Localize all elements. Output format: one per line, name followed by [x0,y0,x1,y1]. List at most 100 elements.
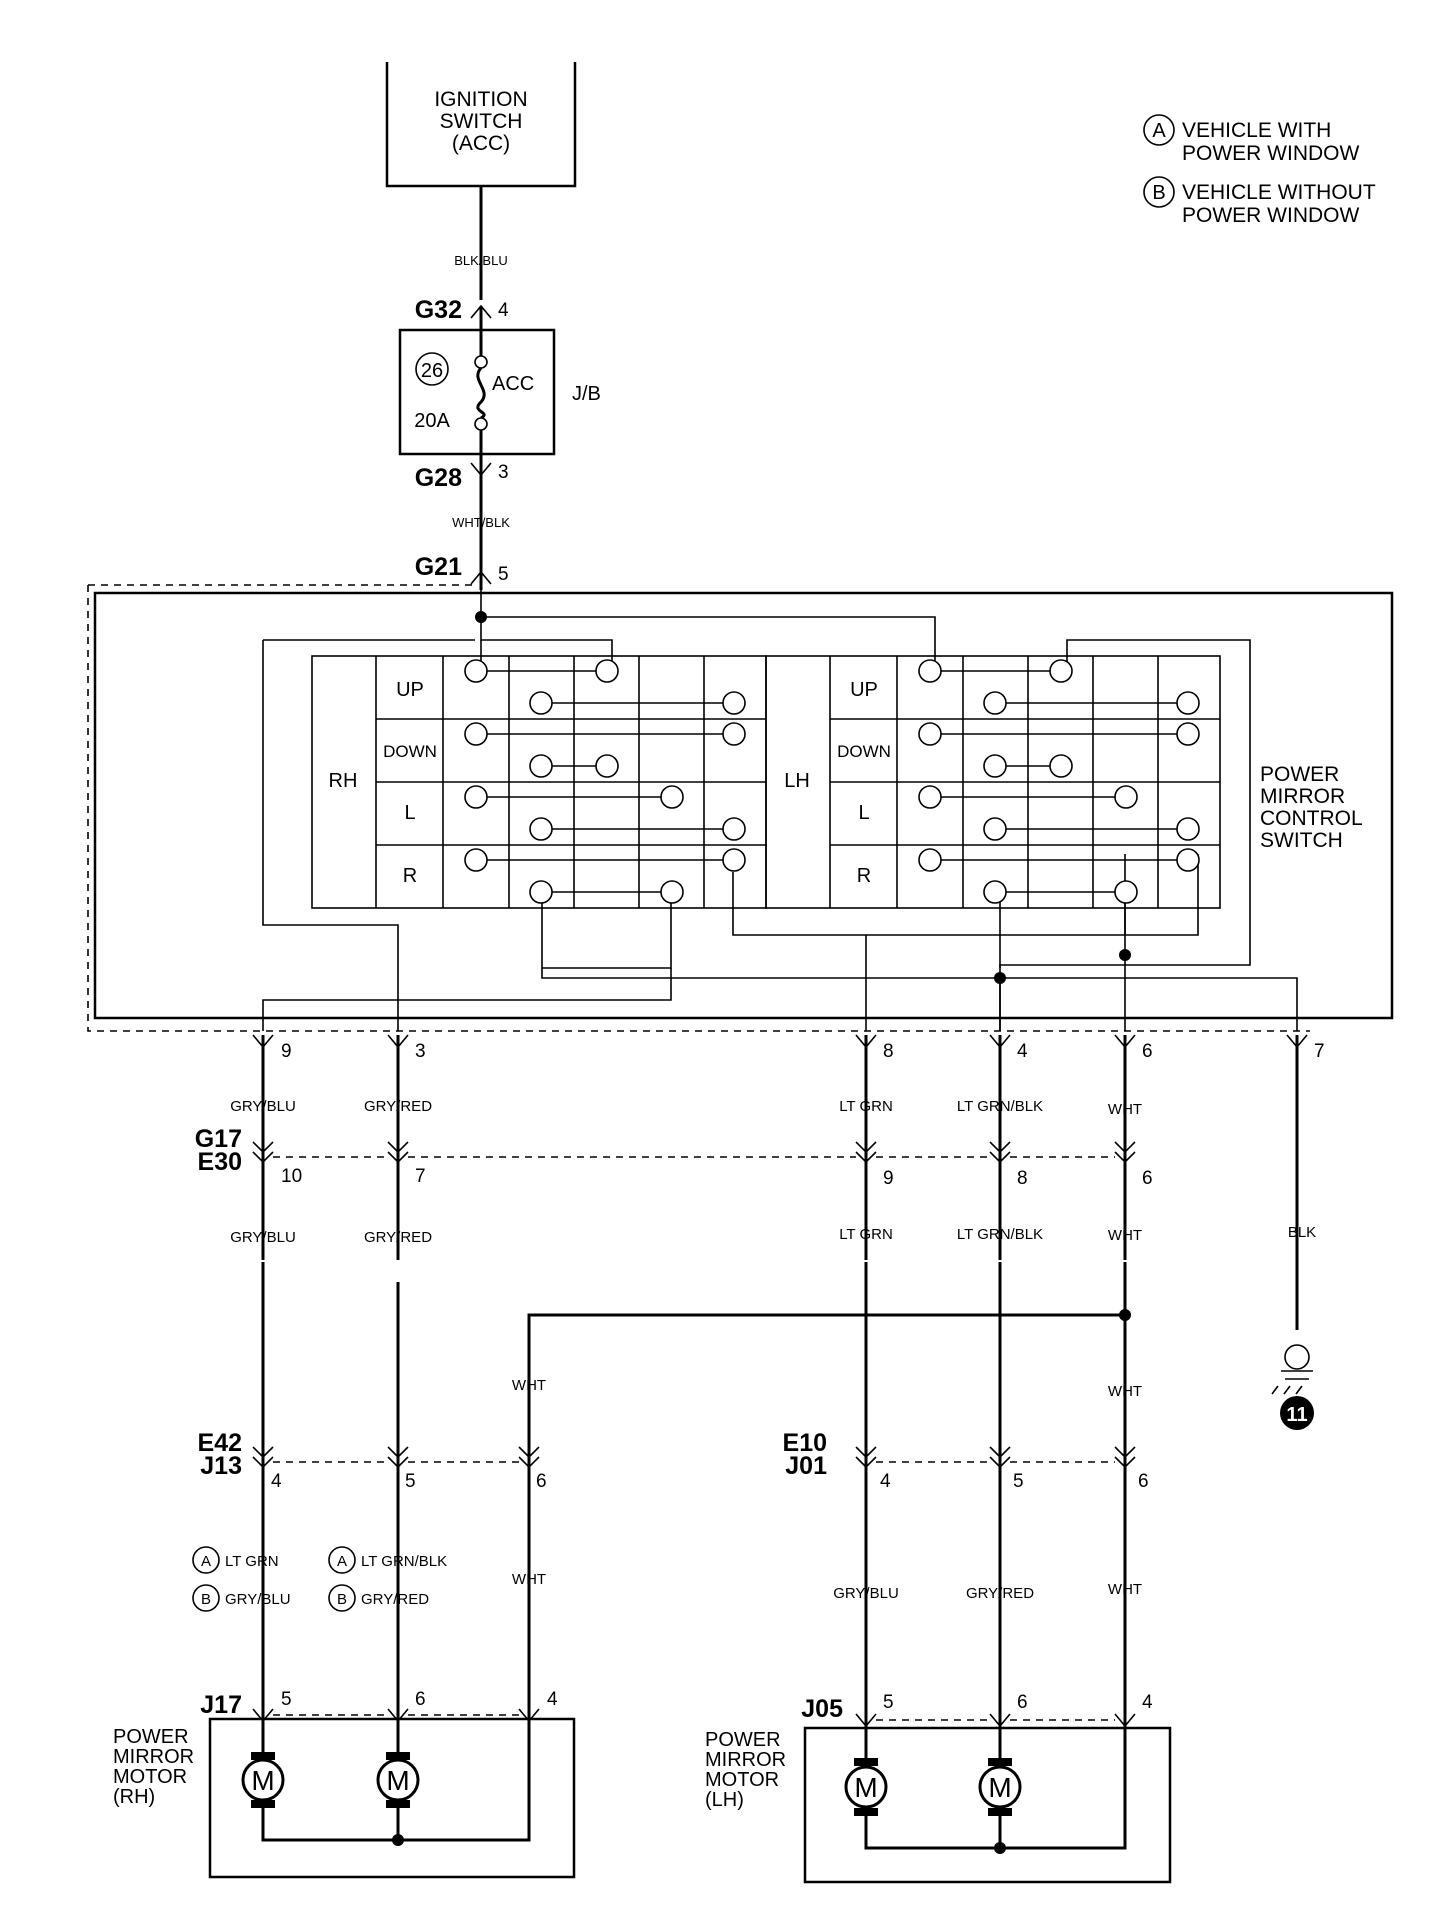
wire-label-gry-red-2: GRY/RED [364,1229,432,1246]
power-feed: BLK/BLU G32 4 26 20A ACC J/B G28 3 WHT/B… [398,186,601,590]
option-rh-mid-b: GRY/RED [361,1591,429,1608]
switch-internal-wiring [262,590,1298,1031]
motor-lh-title-2: MIRROR [705,1749,786,1771]
legend-a-line1: VEHICLE WITH [1182,119,1331,142]
pin-j17-5: 5 [281,1689,292,1710]
pin-j01-4: 4 [880,1471,891,1492]
switch-terminal [722,848,746,872]
wire-label-wht-5: WHT [512,1571,546,1588]
switch-terminal [464,785,488,809]
switch-rh-label: RH [329,770,358,792]
pin-sw-9: 9 [281,1041,292,1062]
switch-terminal [595,659,619,683]
wire-label-wht-6: WHT [1108,1581,1142,1598]
option-b-mark-2: B [337,1591,347,1608]
switch-lh-label: LH [784,770,810,792]
switch-lh-row-down: DOWN [837,742,891,761]
wire-label-blk-blu: BLK/BLU [454,253,507,268]
ground-number-badge [1280,1396,1314,1430]
switch-rh-row-r: R [403,865,417,887]
switch-terminal [918,785,942,809]
switch-terminal [464,848,488,872]
switch-terminal [1176,691,1200,715]
switch-grid-lh [765,655,1221,909]
switch-terminal [1176,817,1200,841]
connector-g17-e30: G17 E30 10 7 9 8 6 [195,1125,1153,1189]
motor-rh-title-4: (RH) [113,1786,155,1808]
pin-g32: 4 [498,300,509,321]
wire-label-lt-grn-1: LT GRN [839,1098,893,1115]
connector-g17-label: G17 [195,1125,242,1153]
switch-lh-row-l: L [858,802,869,824]
fuse-rating: 20A [414,410,450,432]
legend-a-circle [1143,114,1175,146]
ignition-switch: IGNITION SWITCH (ACC) [385,62,577,188]
pin-e30-6: 6 [1142,1168,1153,1189]
switch-title-4: SWITCH [1260,829,1343,852]
pin-j17-6: 6 [415,1689,426,1710]
pin-g21: 5 [498,564,509,585]
ignition-switch-label-1: IGNITION [434,88,527,111]
connector-g21-symbol [470,570,492,585]
ground-number: 11 [1286,1404,1307,1426]
legend-b-circle [1143,176,1175,208]
legend-a-line2: POWER WINDOW [1182,142,1359,165]
option-rh-left-a: LT GRN [225,1553,279,1570]
switch-terminal [918,722,942,746]
wire-label-gry-blu-2: GRY/BLU [230,1229,296,1246]
connector-g28-label: G28 [415,464,462,492]
switch-rh-row-l: L [404,802,415,824]
motor-lh-title-1: POWER [705,1729,781,1751]
motor-lh-title-4: (LH) [705,1789,744,1811]
rh-wire-options: A LT GRN B GRY/BLU A LT GRN/BLK B GRY/RE… [192,1546,546,1612]
pin-sw-6: 6 [1142,1041,1153,1062]
switch-terminal [1114,785,1138,809]
switch-terminal [918,659,942,683]
power-mirror-motor-rh: J17 5 6 4 POWER MIRROR MOTOR (RH) M M [113,1689,576,1879]
connector-e10-label: E10 [783,1429,827,1457]
pin-g28: 3 [498,462,509,483]
pin-e30-7: 7 [415,1166,426,1187]
pin-j17-4: 4 [547,1689,558,1710]
legend-b-line1: VEHICLE WITHOUT [1182,181,1376,204]
switch-terminal [983,880,1007,904]
option-rh-left-b: GRY/BLU [225,1591,291,1608]
switch-rh-row-down: DOWN [383,742,437,761]
pin-j05-6: 6 [1017,1692,1028,1713]
pin-e30-9: 9 [883,1168,894,1189]
junction-block-label: J/B [572,383,601,405]
pin-sw-7: 7 [1314,1041,1325,1062]
pin-j01-6: 6 [1138,1471,1149,1492]
switch-terminal [464,722,488,746]
legend-b-line2: POWER WINDOW [1182,204,1359,227]
pin-sw-8: 8 [883,1041,894,1062]
pin-j01-5: 5 [1013,1471,1024,1492]
pin-sw-4: 4 [1017,1041,1028,1062]
wire-label-lt-grn-blk-2: LT GRN/BLK [957,1226,1043,1243]
switch-output-connector: 9 3 8 4 6 7 [252,1034,1325,1062]
switch-title-3: CONTROL [1260,807,1363,830]
switch-terminals [464,659,1200,904]
power-mirror-control-switch: POWER MIRROR CONTROL SWITCH RH LH UP DOW… [87,584,1394,1032]
connector-j01-label: J01 [785,1452,827,1480]
pin-j13-5: 5 [405,1471,416,1492]
junction-block [398,328,556,456]
motor-rh-title-2: MIRROR [113,1746,194,1768]
pin-j05-4: 4 [1142,1692,1153,1713]
wire-label-wht-3: WHT [512,1377,546,1394]
switch-terminal [983,817,1007,841]
switch-terminal [1114,880,1138,904]
switch-terminal [529,691,553,715]
wire-label-gry-blu-1: GRY/BLU [230,1098,296,1115]
switch-terminal [595,754,619,778]
legend-a-mark: A [1152,120,1166,142]
connector-e42-j13: E42 J13 4 5 6 [198,1429,547,1492]
wire-label-gry-blu-3: GRY/BLU [833,1585,899,1602]
motor-rh-symbol-2: M [386,1765,409,1796]
switch-terminal [1176,848,1200,872]
ignition-switch-label-3: (ACC) [452,132,510,155]
pin-j13-6: 6 [536,1471,547,1492]
switch-terminal [983,754,1007,778]
motor-lh-symbol-1: M [854,1772,877,1803]
